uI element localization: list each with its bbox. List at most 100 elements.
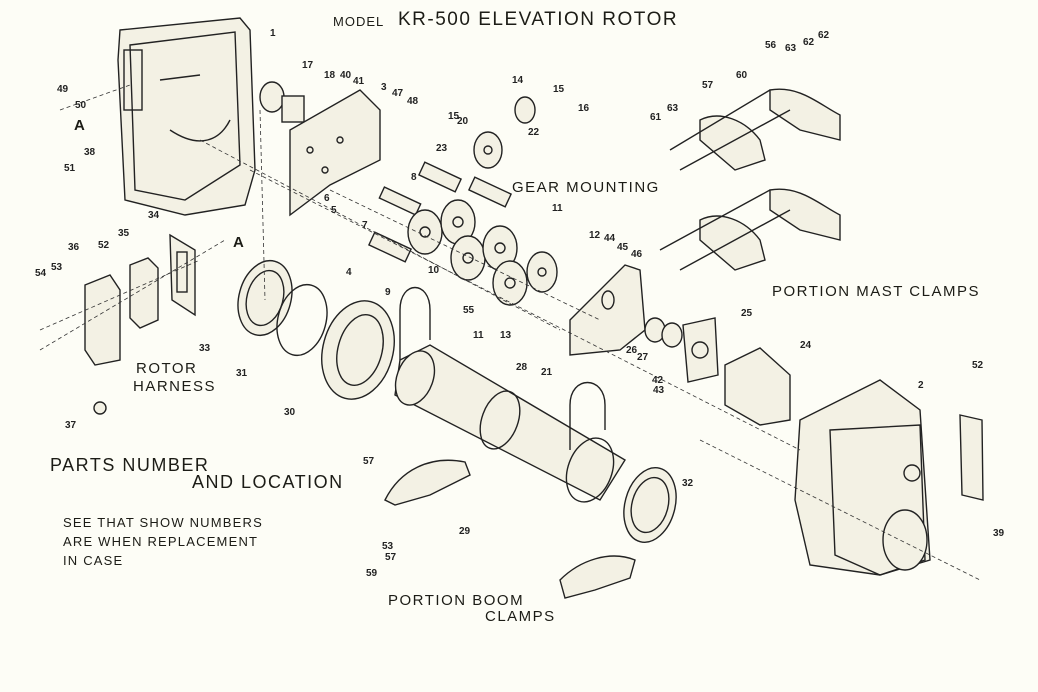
gear-mounting-plate xyxy=(289,89,381,217)
part-number: 57 xyxy=(702,80,714,91)
part-number: 17 xyxy=(302,60,314,71)
part-number: 30 xyxy=(284,407,296,418)
motor-part xyxy=(644,317,791,426)
part-number: 7 xyxy=(362,220,368,231)
part-number: 55 xyxy=(463,305,475,316)
part-number: 28 xyxy=(516,362,528,373)
part-number: 63 xyxy=(785,43,797,54)
part-number: 63 xyxy=(667,103,679,114)
part-number: 5 xyxy=(331,205,337,216)
part-number: 21 xyxy=(541,367,553,378)
section-marker-a: A xyxy=(233,234,246,251)
boom-clamps-label-line1: PORTION BOOM xyxy=(388,592,525,609)
part-number: 48 xyxy=(407,96,419,107)
part-number: 43 xyxy=(653,385,665,396)
note-line3: IN CASE xyxy=(63,553,124,568)
part-number: 32 xyxy=(682,478,694,489)
part-number: 1 xyxy=(270,28,276,39)
note-line1: SEE THAT SHOW NUMBERS xyxy=(63,515,264,530)
rotor-harness-part xyxy=(84,233,196,415)
part-number: 37 xyxy=(65,420,77,431)
part-number: 57 xyxy=(385,552,397,563)
part-number: 23 xyxy=(436,143,448,154)
part-number: 14 xyxy=(512,75,524,86)
part-number: 57 xyxy=(363,456,375,467)
part-number: 27 xyxy=(637,352,649,363)
note-line2: ARE WHEN REPLACEMENT xyxy=(63,534,259,549)
part-number: 36 xyxy=(68,242,80,253)
part-number: 40 xyxy=(340,70,352,81)
part-number: 11 xyxy=(552,203,563,214)
diagram-title: KR-500 ELEVATION ROTOR xyxy=(398,9,679,30)
part-number: 53 xyxy=(51,262,63,273)
part-number: 53 xyxy=(382,541,394,552)
part-number: 52 xyxy=(98,240,110,251)
boom-clamps-part xyxy=(384,459,636,599)
construction-lines xyxy=(39,84,981,581)
part-number: 29 xyxy=(459,526,471,537)
part-number: 60 xyxy=(736,70,748,81)
u-bolts xyxy=(399,286,606,450)
part-number: 49 xyxy=(57,84,69,95)
part-number: 42 xyxy=(652,375,664,386)
part-number: 62 xyxy=(803,37,815,48)
gear-mounting-label: GEAR MOUNTING xyxy=(512,179,660,196)
part-number: 61 xyxy=(650,112,662,123)
section-marker-a: A xyxy=(74,117,87,134)
part-number: 3 xyxy=(381,82,387,93)
part-number: 56 xyxy=(765,40,777,51)
part-number: 25 xyxy=(741,308,753,319)
boom-tube-part xyxy=(394,344,626,503)
mast-clamps-part xyxy=(659,88,841,271)
part-number: 11 xyxy=(473,330,484,341)
parts-heading-line2: AND LOCATION xyxy=(192,472,344,492)
part-number: 41 xyxy=(353,76,365,87)
part-number: 54 xyxy=(35,268,47,279)
potentiometer-part xyxy=(259,81,305,123)
part-number: 18 xyxy=(324,70,336,81)
part-number: 26 xyxy=(626,345,638,356)
part-number: 47 xyxy=(392,88,404,99)
bearing-rings xyxy=(237,259,677,543)
part-number: 62 xyxy=(818,30,830,41)
part-number: 24 xyxy=(800,340,812,351)
part-number: 31 xyxy=(236,368,248,379)
part-number: 59 xyxy=(366,568,378,579)
part-number: 34 xyxy=(148,210,160,221)
part-number: 45 xyxy=(617,242,629,253)
part-number: 20 xyxy=(457,116,469,127)
part-number: 9 xyxy=(385,287,391,298)
boom-clamps-label-line2: CLAMPS xyxy=(485,608,556,625)
part-number: 2 xyxy=(918,380,924,391)
part-number: 16 xyxy=(578,103,590,114)
part-number: 15 xyxy=(448,111,460,122)
part-number: 44 xyxy=(604,233,616,244)
rear-housing-part xyxy=(794,379,931,576)
front-housing-part xyxy=(117,17,256,216)
motor-plate-part xyxy=(569,264,646,356)
part-number: 38 xyxy=(84,147,96,158)
part-number: 4 xyxy=(346,267,352,278)
title-prefix: MODEL xyxy=(333,14,385,29)
part-number: 50 xyxy=(75,100,87,111)
part-number: 10 xyxy=(428,265,440,276)
parts-heading-line1: PARTS NUMBER xyxy=(50,455,210,475)
part-number: 8 xyxy=(411,172,417,183)
part-number: 12 xyxy=(589,230,601,241)
part-number: 51 xyxy=(64,163,76,174)
gears xyxy=(407,96,558,306)
part-number: 35 xyxy=(118,228,130,239)
part-number: 13 xyxy=(500,330,512,341)
rotor-harness-label-line2: HARNESS xyxy=(133,378,217,395)
part-number: 22 xyxy=(528,127,540,138)
rotor-harness-label-line1: ROTOR xyxy=(136,360,198,377)
part-number: 15 xyxy=(553,84,565,95)
part-number: 46 xyxy=(631,249,643,260)
part-number: 52 xyxy=(972,360,984,371)
cover-plate-part xyxy=(959,414,984,501)
mast-clamps-label: PORTION MAST CLAMPS xyxy=(772,283,980,300)
part-number: 33 xyxy=(199,343,211,354)
part-number: 39 xyxy=(993,528,1005,539)
